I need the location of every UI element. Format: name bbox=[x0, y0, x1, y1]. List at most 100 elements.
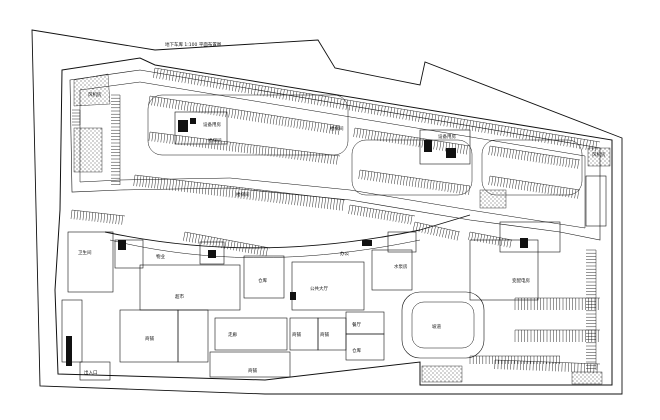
parking-stall-line bbox=[213, 106, 216, 116]
parking-stall-line bbox=[216, 106, 219, 116]
parking-stall-line bbox=[210, 105, 213, 115]
parking-stall-line bbox=[327, 198, 329, 210]
parking-stall-line bbox=[191, 233, 195, 243]
parking-stall-line bbox=[516, 128, 519, 139]
stall-row-edge bbox=[154, 67, 601, 143]
parking-stall-line bbox=[198, 103, 201, 113]
parking-stall-line bbox=[442, 228, 445, 238]
parking-stall-line bbox=[373, 172, 376, 182]
parking-stall-line bbox=[494, 124, 497, 135]
parking-stall-line bbox=[424, 224, 427, 234]
label-power: 变配电房 bbox=[512, 277, 530, 284]
parking-stall-line bbox=[160, 97, 163, 107]
parking-stall-line bbox=[258, 145, 261, 155]
parking-stall-line bbox=[204, 104, 207, 114]
parking-stall-line bbox=[500, 147, 503, 157]
parking-stall-line bbox=[361, 102, 364, 113]
parking-stall-line bbox=[348, 100, 351, 111]
parking-stall-line bbox=[225, 108, 228, 118]
parking-stall-line bbox=[228, 186, 231, 198]
parking-stall-line bbox=[569, 137, 572, 148]
parking-stall-line bbox=[305, 120, 308, 130]
parking-stall-line bbox=[295, 91, 298, 102]
parking-stall-line bbox=[367, 171, 370, 181]
parking-stall-line bbox=[336, 155, 338, 165]
parking-stall-line bbox=[356, 128, 359, 138]
parking-stall-line bbox=[209, 236, 212, 246]
retail-curve-inner bbox=[109, 239, 421, 258]
parking-stall-line bbox=[560, 135, 563, 146]
parking-stall-line bbox=[276, 191, 279, 203]
parking-stall-line bbox=[183, 101, 186, 111]
parking-stall-line bbox=[276, 148, 279, 158]
parking-stall-line bbox=[97, 212, 100, 223]
parking-stall-line bbox=[288, 90, 291, 101]
label-stair-b: 楼梯间 bbox=[330, 125, 344, 132]
parking-stall-line bbox=[257, 85, 260, 96]
parking-stall-line bbox=[544, 154, 547, 164]
parking-stall-line bbox=[442, 141, 445, 151]
island-loop-a bbox=[147, 94, 349, 156]
parking-stall-line bbox=[326, 124, 329, 134]
parking-stall-line bbox=[201, 183, 204, 195]
parking-stall-line bbox=[269, 115, 272, 125]
parking-stall-line bbox=[468, 231, 471, 240]
parking-stall-line bbox=[255, 112, 257, 122]
parking-stall-line bbox=[223, 141, 225, 151]
parking-stall-line bbox=[574, 159, 577, 169]
label-fan-a: 风机房 bbox=[88, 91, 102, 98]
parking-stall-line bbox=[255, 145, 258, 155]
parking-stall-line bbox=[401, 213, 404, 223]
parking-stall-line bbox=[261, 190, 264, 202]
parking-stall-line bbox=[424, 113, 427, 124]
parking-stall-line bbox=[301, 92, 304, 103]
parking-stall-line bbox=[477, 233, 480, 242]
parking-stall-line bbox=[377, 131, 379, 141]
parking-stall-line bbox=[222, 185, 225, 197]
parking-stall-line bbox=[230, 240, 233, 250]
parking-stall-line bbox=[490, 124, 494, 135]
parking-stall-line bbox=[112, 214, 114, 224]
parking-stall-line bbox=[430, 114, 434, 125]
parking-stall-line bbox=[475, 121, 478, 132]
parking-stall-line bbox=[242, 243, 245, 252]
parking-stall-line bbox=[267, 146, 270, 157]
parking-stall-line bbox=[408, 110, 411, 121]
parking-stall-line bbox=[512, 149, 514, 159]
parking-stall-line bbox=[199, 138, 201, 148]
label-corridor: 走廊 bbox=[228, 331, 237, 338]
parking-stall-line bbox=[255, 189, 258, 201]
parking-stall-line bbox=[394, 175, 396, 185]
parking-stall-line bbox=[175, 179, 177, 191]
parking-stall-line bbox=[148, 131, 151, 141]
parking-stall-line bbox=[436, 140, 439, 150]
parking-stall-line bbox=[169, 134, 172, 144]
parking-stall-line bbox=[434, 114, 437, 125]
parking-stall-line bbox=[456, 231, 460, 241]
parking-stall-line bbox=[566, 136, 569, 147]
parking-stall-line bbox=[306, 151, 308, 161]
parking-stall-line bbox=[488, 175, 491, 185]
parking-stall-line bbox=[382, 132, 385, 142]
stall-row-edge bbox=[134, 174, 346, 201]
parking-stall-line bbox=[330, 198, 332, 210]
parking-stall-line bbox=[106, 213, 109, 224]
label-shop-d: 商铺 bbox=[292, 331, 301, 338]
parking-stall-line bbox=[297, 150, 300, 160]
parking-stall-line bbox=[323, 123, 326, 133]
parking-stall-line bbox=[246, 144, 249, 154]
parking-stall-line bbox=[330, 154, 332, 164]
parking-stall-line bbox=[478, 122, 481, 132]
parking-stall-line bbox=[246, 111, 249, 121]
parking-stall-line bbox=[239, 242, 242, 252]
parking-stall-line bbox=[219, 185, 222, 197]
parking-stall-line bbox=[282, 89, 285, 100]
parking-stall-line bbox=[157, 177, 160, 189]
parking-stall-line bbox=[154, 132, 157, 142]
parking-stall-line bbox=[250, 84, 254, 95]
parking-stall-line bbox=[256, 245, 259, 255]
parking-stall-line bbox=[249, 144, 252, 154]
parking-stall-line bbox=[231, 142, 234, 152]
parking-stall-line bbox=[374, 131, 376, 141]
parking-stall-line bbox=[166, 178, 169, 190]
